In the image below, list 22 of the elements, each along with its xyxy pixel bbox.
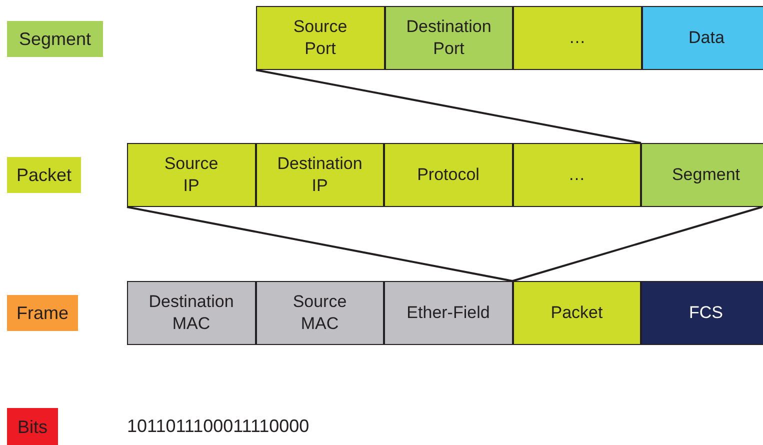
header-field: Source IP [127,143,256,207]
header-field: Segment [641,143,763,207]
header-field: Destination IP [256,143,384,207]
header-field: FCS [641,281,763,345]
bit-string: 1011011100011110000 [127,416,310,437]
layer-tag: Packet [7,157,81,193]
header-field: Packet [512,281,641,345]
header-field: … [512,143,641,207]
layer-tag: Segment [7,21,103,57]
header-field: Ether-Field [384,281,512,345]
header-field: Data [642,6,763,70]
projection-line [512,206,762,282]
header-field: Source Port [256,6,384,70]
header-field: Destination Port [384,6,513,70]
header-field: Protocol [384,143,512,207]
projection-line [126,206,513,282]
projection-line [256,69,642,144]
header-field: Source MAC [256,281,384,345]
layer-tag: Frame [7,295,78,331]
header-field: Destination MAC [127,281,256,345]
layer-tag: Bits [7,408,58,445]
header-field: … [513,6,642,70]
